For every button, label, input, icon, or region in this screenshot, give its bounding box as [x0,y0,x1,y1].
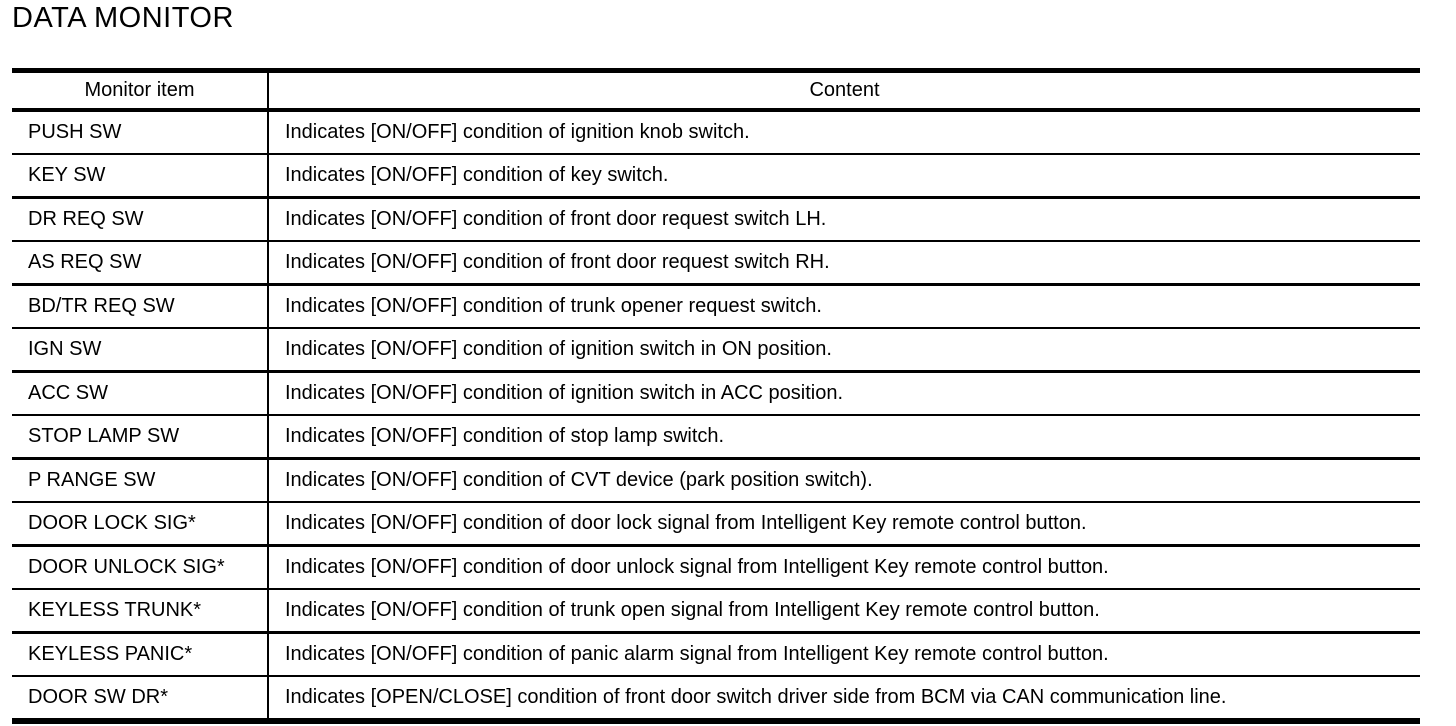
table-header: Monitor item Content [12,70,1420,112]
content-cell: Indicates [ON/OFF] condition of front do… [285,251,830,273]
content-cell: Indicates [ON/OFF] condition of door loc… [285,512,1087,534]
content-cell: Indicates [OPEN/CLOSE] condition of fron… [285,686,1227,708]
content-cell: Indicates [ON/OFF] condition of CVT devi… [285,469,873,491]
table-row: P RANGE SW Indicates [ON/OFF] condition o… [12,458,1420,502]
content-cell: Indicates [ON/OFF] condition of ignition… [285,382,844,404]
table-row: BD/TR REQ SW Indicates [ON/OFF] condition… [12,284,1420,328]
table-row: DOOR SW DR* Indicates [OPEN/CLOSE] condit… [12,676,1420,721]
table-row: AS REQ SW Indicates [ON/OFF] condition of… [12,241,1420,285]
monitor-item-cell: KEYLESS TRUNK* [12,589,269,633]
monitor-item-cell: DOOR UNLOCK SIG* [12,545,269,589]
table-row: KEY SW Indicates [ON/OFF] condition of ke… [12,154,1420,198]
content-cell: Indicates [ON/OFF] condition of panic al… [285,643,1109,665]
monitor-item-cell: ACC SW [12,371,269,415]
content-cell: Indicates [ON/OFF] condition of ignition… [285,121,750,143]
content-cell: Indicates [ON/OFF] condition of trunk op… [285,599,1100,621]
column-header-content: Content [268,70,1420,112]
table-row: DOOR UNLOCK SIG* Indicates [ON/OFF] condi… [12,545,1420,589]
content-cell: Indicates [ON/OFF] condition of key swit… [285,164,669,186]
content-cell: Indicates [ON/OFF] condition of door unl… [285,556,1109,578]
table-row: IGN SW Indicates [ON/OFF] condition of ig… [12,328,1420,372]
page-title: DATA MONITOR [12,2,234,34]
monitor-item-cell: KEYLESS PANIC* [12,632,269,676]
header-row: Monitor item Content [12,70,1420,112]
monitor-item-cell: DR REQ SW [12,197,269,241]
monitor-item-cell: PUSH SW [12,110,269,154]
table-row: ACC SW Indicates [ON/OFF] condition of ig… [12,371,1420,415]
column-header-monitor-item: Monitor item [12,70,269,112]
table-body: PUSH SW Indicates [ON/OFF] condition of i… [12,110,1420,721]
table-row: DOOR LOCK SIG* Indicates [ON/OFF] conditi… [12,502,1420,546]
content-cell: Indicates [ON/OFF] condition of trunk op… [285,295,822,317]
monitor-item-cell: KEY SW [12,154,269,198]
data-monitor-table: Monitor item Content PUSH SW Indicates [O… [12,68,1420,724]
table-row: KEYLESS PANIC* Indicates [ON/OFF] conditi… [12,632,1420,676]
table-row: DR REQ SW Indicates [ON/OFF] condition of… [12,197,1420,241]
table-row: STOP LAMP SW Indicates [ON/OFF] condition… [12,415,1420,459]
monitor-item-cell: P RANGE SW [12,458,269,502]
content-cell: Indicates [ON/OFF] condition of stop lam… [285,425,725,447]
monitor-item-cell: DOOR LOCK SIG* [12,502,269,546]
content-cell: Indicates [ON/OFF] condition of front do… [285,208,827,230]
table-row: PUSH SW Indicates [ON/OFF] condition of i… [12,110,1420,154]
monitor-item-cell: DOOR SW DR* [12,676,269,721]
monitor-item-cell: AS REQ SW [12,241,269,285]
monitor-item-cell: STOP LAMP SW [12,415,269,459]
monitor-item-cell: IGN SW [12,328,269,372]
content-cell: Indicates [ON/OFF] condition of ignition… [285,338,832,360]
table-row: KEYLESS TRUNK* Indicates [ON/OFF] conditi… [12,589,1420,633]
monitor-item-cell: BD/TR REQ SW [12,284,269,328]
